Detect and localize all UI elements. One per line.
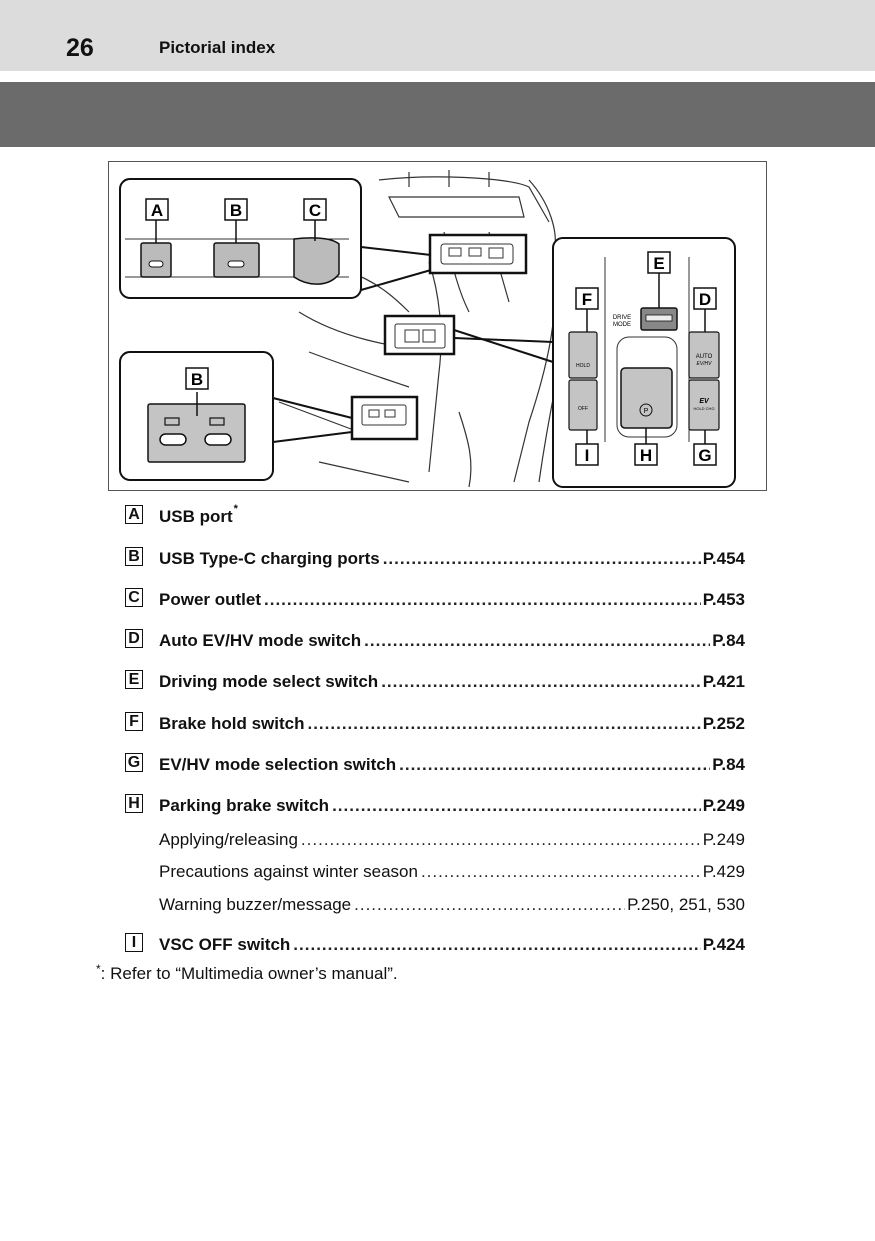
usb-port-b: [213, 242, 260, 278]
label-b-rear: B: [191, 370, 203, 389]
page-ref-link[interactable]: P.84: [712, 755, 745, 774]
page-number: 26: [66, 34, 94, 62]
sub-entry-label: Applying/releasing: [159, 830, 298, 849]
power-outlet-c: [293, 237, 340, 285]
evhv-text: EV/HV: [696, 361, 712, 367]
label-a: A: [151, 201, 163, 220]
entry-label: Driving mode select switch: [159, 672, 379, 691]
label-i: I: [585, 446, 590, 465]
entry-label: EV/HV mode selection switch: [159, 755, 397, 774]
entry-letter: B: [125, 547, 143, 566]
entry-letter: A: [125, 505, 143, 524]
entry-letter: C: [125, 588, 143, 607]
section-title: Pictorial index: [159, 38, 276, 57]
entry-label: VSC OFF switch: [159, 935, 291, 954]
hold-text: HOLD: [576, 363, 590, 369]
sub-entry-label: Warning buzzer/message: [159, 895, 352, 914]
sub-entry-warning: Warning buzzer/message P.250, 251, 530: [159, 893, 745, 915]
drive-text-2: MODE: [613, 322, 631, 328]
page-ref-link[interactable]: P.453: [702, 590, 745, 609]
section-banner: [0, 82, 875, 147]
ev-text: EV: [699, 398, 710, 405]
sub-entry-winter: Precautions against winter season P.429: [159, 860, 745, 882]
entry-letter: E: [125, 670, 143, 689]
footnote-text: : Refer to “Multimedia owner’s manual”.: [100, 964, 398, 983]
label-c: C: [309, 201, 321, 220]
entry-letter: H: [125, 794, 143, 813]
parking-brake-switch: [620, 367, 673, 429]
ev-hv-select-switch: [688, 379, 720, 431]
entry-label: Brake hold switch: [159, 714, 305, 733]
sub-entry-label: Precautions against winter season: [159, 862, 418, 881]
page-ref-link[interactable]: P.424: [702, 935, 745, 954]
footnote-star: *: [96, 962, 101, 976]
page-ref-link[interactable]: P.252: [702, 714, 745, 733]
label-d: D: [699, 290, 711, 309]
page-ref-link[interactable]: P.249: [702, 830, 745, 849]
label-g: G: [698, 446, 711, 465]
entry-letter: I: [125, 933, 143, 952]
label-e: E: [653, 254, 664, 273]
entry-label: USB Type-C charging ports: [159, 549, 380, 568]
off-text: OFF: [578, 406, 588, 412]
usb-port-a: [140, 242, 172, 278]
page-ref-link[interactable]: P.429: [702, 862, 745, 881]
page-ref-link[interactable]: P.84: [712, 631, 745, 650]
entry-label: Power outlet: [159, 590, 262, 609]
entry-label: USB port: [159, 507, 233, 526]
drive-text-1: DRIVE: [613, 315, 631, 321]
page-ref-link[interactable]: P.249: [702, 796, 745, 815]
callout-labels-top: [145, 198, 327, 221]
auto-ev-hv-switch: [688, 331, 720, 379]
entry-letter: G: [125, 753, 143, 772]
hold-chg-text: HOLD CHG: [693, 406, 714, 411]
entry-letter: F: [125, 712, 143, 731]
page-ref-link[interactable]: P.421: [702, 672, 745, 691]
parking-symbol: P: [644, 408, 649, 415]
entry-label: Parking brake switch: [159, 796, 330, 815]
pictorial-figure: A B C B P DRIVE MODE HOLD OFF: [108, 161, 767, 491]
footnote-marker: *: [233, 503, 238, 515]
brake-hold-switch: [568, 331, 598, 379]
footnote: *: Refer to “Multimedia owner’s manual”.: [96, 962, 398, 984]
label-b: B: [230, 201, 242, 220]
label-h: H: [640, 446, 652, 465]
entry-label: Auto EV/HV mode switch: [159, 631, 362, 650]
entry-letter: D: [125, 629, 143, 648]
sub-entry-applying: Applying/releasing P.249: [159, 828, 745, 850]
label-f: F: [582, 290, 592, 309]
vsc-off-switch: [568, 379, 598, 431]
page-ref-link[interactable]: P.454: [702, 549, 745, 568]
usb-area-highlight: [428, 233, 528, 275]
page-ref-link[interactable]: P.250, 251, 530: [627, 895, 745, 914]
auto-text: AUTO: [696, 354, 713, 360]
header-bar: [0, 0, 875, 71]
